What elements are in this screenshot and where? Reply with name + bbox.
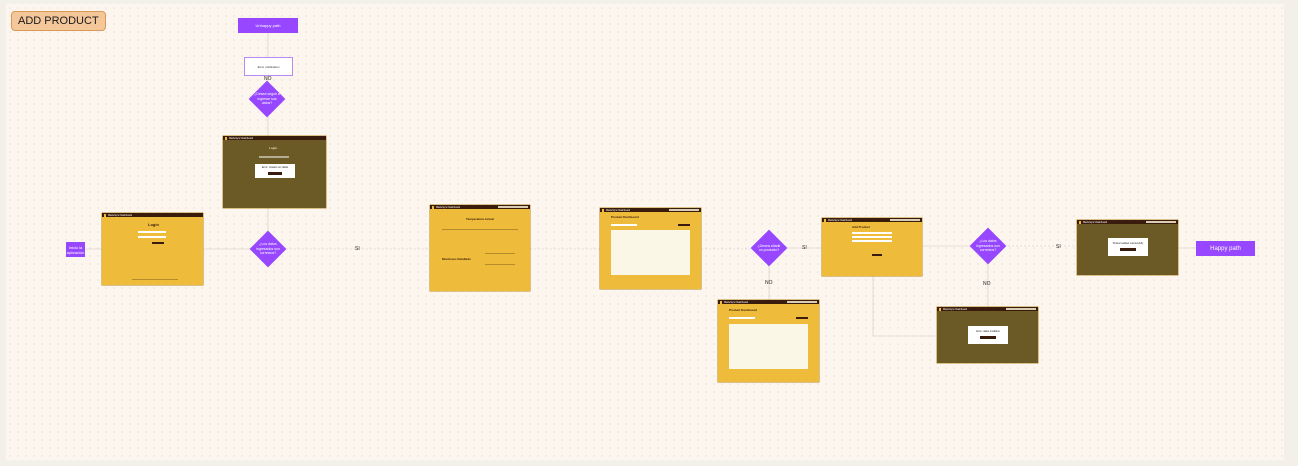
password-field [138,236,166,238]
edge-add-error-modal [872,276,937,337]
screen-topbar: MaizeSync Dashboard [822,218,922,222]
start-unhappy-node[interactable]: Unhappy path [238,18,298,33]
username-field [259,156,289,158]
success-modal: Product added successfully [1108,238,1148,256]
save-button[interactable] [872,254,882,256]
products-table [729,324,808,369]
nav-bar[interactable] [498,206,528,208]
login-button[interactable] [152,242,164,244]
screen-topbar: MaizeSync Dashboard [937,307,1038,311]
screen-app-name: MaizeSync Dashboard [828,218,853,222]
name-field[interactable] [852,232,892,234]
nav-bar[interactable] [1005,308,1036,310]
nav-bar[interactable] [786,301,817,303]
products-heading: Product Dashboard [611,215,639,219]
error-modal-text: Error: datos inválidos [976,330,1000,333]
price-field[interactable] [852,240,892,242]
screen-topbar: MaizeSync Dashboard [718,300,819,304]
decision-top-label: ¿Desea seguir a ingresar sus datos? [254,92,280,106]
screen-add-error[interactable]: MaizeSync Dashboard Error: datos inválid… [937,307,1038,363]
screen-topbar: MaizeSync Dashboard [1077,220,1178,224]
error-modal: Error: Usuario no válido [255,164,295,178]
modal-ok-button[interactable] [980,336,996,339]
decision-login-label: ¿Los datos ingresados son correctos? [256,242,280,256]
edge-label-products-no: NO [765,280,773,286]
screen-app-name: MaizeSync Dashboard [229,136,254,140]
add-product-heading: Add Product [852,225,870,229]
nav-bar[interactable] [890,219,920,221]
screen-topbar: MaizeSync Dashboard [430,205,530,209]
screen-app-name: MaizeSync Dashboard [1083,220,1108,224]
footer-links [132,279,178,280]
products-heading: Product Dashboard [729,308,757,312]
logo-icon [104,213,106,217]
modal-ok-button[interactable] [1120,248,1136,251]
screen-app-name: MaizeSync Dashboard [108,213,133,217]
section-title[interactable]: ADD PRODUCT [11,11,106,31]
add-product-button[interactable] [678,224,690,226]
edge-label-products-si: SI [802,245,807,251]
start-app-node[interactable]: Inicio la aplicación [66,242,85,257]
logo-icon [432,205,434,209]
logo-icon [824,218,826,222]
sensor-row-1 [485,253,515,254]
logo-icon [1079,220,1081,224]
screen-app-name: MaizeSync Dashboard [943,307,968,311]
logo-icon [602,208,604,212]
screen-topbar: MaizeSync Dashboard [600,208,701,212]
screen-add-success[interactable]: MaizeSync Dashboard Product added succes… [1077,220,1178,275]
logo-icon [939,307,941,311]
edge-label-top-no: NO [264,76,272,82]
screen-add-product[interactable]: MaizeSync Dashboard Add Product [822,218,922,276]
success-modal-text: Product added successfully [1112,242,1144,245]
screen-login[interactable]: MaizeSync Dashboard Login [102,213,203,285]
error-modal: Error: datos inválidos [968,326,1008,344]
dashboard-heading: Temperatura Actual [466,217,494,221]
screen-heading: Login [148,222,159,227]
screen-dashboard[interactable]: MaizeSync Dashboard Temperatura Actual M… [430,205,530,291]
search-field[interactable] [729,317,755,319]
modal-ok-button[interactable] [268,172,282,175]
nav-bar[interactable] [1145,221,1176,223]
products-table [611,230,690,275]
decision-register-label: ¿Los datos ingresados son correctos? [976,239,1000,253]
screen-products[interactable]: MaizeSync Dashboard Product Dashboard [600,208,701,289]
search-field[interactable] [611,224,637,226]
screen-login-error[interactable]: MaizeSync Dashboard Login Error: Usuario… [223,136,326,208]
decision-products-label: ¿Desea añadir un producto? [757,243,781,253]
nav-bar[interactable] [668,209,699,211]
screen-app-name: MaizeSync Dashboard [606,208,631,212]
dashboard-subheading: Monitoreo Detallado [442,257,471,261]
screen-topbar: MaizeSync Dashboard [102,213,203,217]
screen-app-name: MaizeSync Dashboard [724,300,749,304]
screen-heading: Login [269,146,278,150]
sensor-row-2 [485,264,515,265]
happy-path-node[interactable]: Happy path [1196,241,1255,256]
feedback-box[interactable]: Error notification [244,57,293,76]
username-field [138,231,166,233]
quantity-field[interactable] [852,236,892,238]
logo-icon [720,300,722,304]
edge-label-login-si: SI [355,246,360,252]
screen-topbar: MaizeSync Dashboard [223,136,326,140]
add-product-button[interactable] [796,317,808,319]
error-modal-text: Error: Usuario no válido [261,166,289,169]
temperature-row [442,229,518,230]
screen-products-no-branch[interactable]: MaizeSync Dashboard Product Dashboard [718,300,819,382]
logo-icon [225,136,227,140]
screen-app-name: MaizeSync Dashboard [436,205,461,209]
edge-label-register-no: NO [983,281,991,287]
edge-label-register-si: SI [1056,244,1061,250]
